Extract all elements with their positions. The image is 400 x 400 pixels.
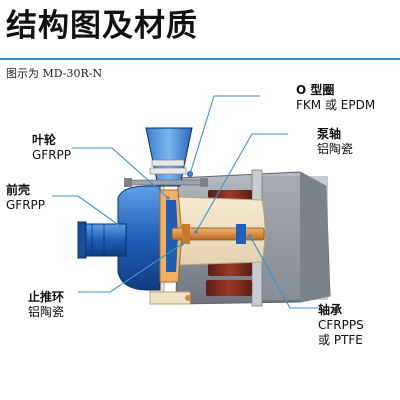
title-divider [0, 58, 400, 60]
pump-shaft-material: 铝陶瓷 [317, 142, 354, 156]
thrust-ring-name: 止推环 [28, 290, 65, 304]
pump-shaft-label: 泵轴 铝陶瓷 [317, 127, 353, 157]
leader-lines [52, 95, 318, 309]
o-ring-material: FKM 或 EPDM [296, 98, 376, 112]
bearing-material-line2: 或 PTFE [318, 333, 363, 347]
front-casing-name: 前壳 [6, 183, 31, 197]
drain-plug [185, 295, 191, 301]
impeller [159, 189, 183, 283]
bearing-name: 轴承 [318, 303, 343, 317]
bearing-label: 轴承 CFRPPS 或 PTFE [318, 303, 364, 348]
model-caption: 图示为 MD-30R-N [6, 67, 103, 80]
page-title: 结构图及材质 [6, 8, 198, 44]
front-casing-label: 前壳 GFRPP [6, 183, 45, 213]
o-ring-label: O 型圈 FKM 或 EPDM [296, 83, 375, 113]
o-ring-name: O 型圈 [296, 83, 335, 97]
impeller-name: 叶轮 [32, 133, 57, 147]
leader-dots [118, 172, 252, 246]
thrust-ring-material: 铝陶瓷 [28, 305, 65, 319]
thrust-ring-label: 止推环 铝陶瓷 [28, 290, 64, 320]
front-casing [77, 127, 208, 291]
front-casing-material: GFRPP [6, 198, 46, 212]
bearing-material-line1: CFRPPS [318, 318, 364, 332]
impeller-material: GFRPP [32, 148, 72, 162]
impeller-label: 叶轮 GFRPP [32, 133, 71, 163]
pump-shaft-name: 泵轴 [317, 127, 342, 141]
